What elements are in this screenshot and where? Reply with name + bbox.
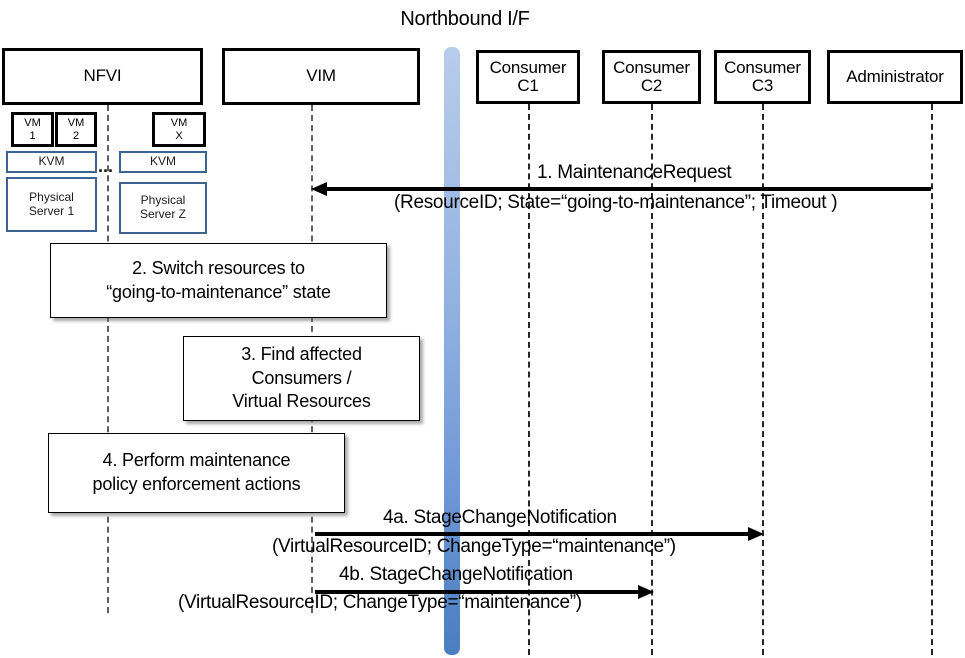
action-box-step2-line1: 2. Switch resources to: [132, 257, 305, 278]
hypervisor-box-kvm-2[interactable]: KVM: [119, 151, 207, 173]
action-box-step3-line1: 3. Find affected: [241, 343, 362, 364]
actor-label-consumer-c2-line2: C2: [640, 76, 663, 95]
actor-label-consumer-c1-line1: Consumer: [489, 57, 567, 77]
message-title-msg4b: 4b. StageChangeNotification: [339, 564, 573, 585]
actor-box-nfvi[interactable]: NFVI: [2, 48, 203, 105]
lifeline-consumer-c3: [762, 104, 764, 655]
message-params-msg4a: (VirtualResourceID; ChangeType=“maintena…: [272, 536, 676, 557]
action-box-step4-line2: policy enforcement actions: [92, 474, 301, 494]
actor-box-administrator[interactable]: Administrator: [827, 50, 963, 104]
hypervisor-label-kvm-2: KVM: [149, 154, 176, 169]
action-box-step3-line3: Virtual Resources: [232, 391, 371, 412]
action-box-step3[interactable]: 3. Find affected Consumers / Virtual Res…: [183, 336, 420, 421]
action-box-step3-line2: Consumers /: [251, 367, 352, 388]
lifeline-consumer-c1: [528, 104, 530, 655]
page-title: Northbound I/F: [400, 8, 530, 30]
ellipsis-between-servers: ...: [98, 156, 114, 176]
action-box-step2[interactable]: 2. Switch resources to “going-to-mainten…: [50, 243, 387, 318]
vm-box-x[interactable]: VM X: [152, 112, 206, 147]
message-line-msg4a: [315, 532, 748, 536]
actor-label-nfvi: NFVI: [83, 66, 122, 86]
hypervisor-box-kvm-1[interactable]: KVM: [6, 151, 97, 173]
vm-label-x-line1: VM: [170, 117, 188, 130]
vm-box-1[interactable]: VM 1: [11, 112, 54, 147]
lifeline-nfvi: [107, 105, 109, 613]
physical-server-z-line2: Server Z: [139, 207, 186, 221]
actor-box-vim[interactable]: VIM: [222, 48, 420, 105]
action-box-step4[interactable]: 4. Perform maintenance policy enforcemen…: [48, 433, 345, 513]
vm-label-2-line1: VM: [67, 117, 85, 130]
hypervisor-label-kvm-1: KVM: [38, 154, 65, 169]
actor-label-consumer-c1-line2: C1: [517, 76, 539, 95]
actor-label-consumer-c3-line2: C3: [751, 76, 774, 95]
physical-server-box-z[interactable]: Physical Server Z: [119, 182, 207, 234]
actor-label-consumer-c3-line1: Consumer: [724, 57, 801, 77]
actor-box-consumer-c2[interactable]: Consumer C2: [602, 50, 701, 104]
actor-label-vim: VIM: [306, 66, 336, 86]
vm-label-2-line2: 2: [72, 129, 80, 142]
vm-label-x-line2: X: [175, 129, 183, 142]
message-line-msg4b: [315, 590, 638, 594]
arrow-head-msg1: [311, 182, 327, 196]
message-params-msg1: (ResourceID; State=“going-to-maintenance…: [394, 192, 838, 213]
lifeline-administrator: [931, 104, 933, 655]
vm-box-2[interactable]: VM 2: [55, 112, 97, 147]
actor-label-administrator: Administrator: [846, 66, 944, 86]
arrow-head-msg4a: [748, 527, 764, 541]
physical-server-1-line1: Physical: [29, 189, 74, 204]
actor-box-consumer-c1[interactable]: Consumer C1: [476, 50, 580, 104]
physical-server-1-line2: Server 1: [28, 203, 75, 218]
arrow-head-msg4b: [638, 585, 654, 599]
action-box-step2-line2: “going-to-maintenance” state: [106, 281, 331, 302]
message-line-msg1: [325, 187, 931, 191]
vm-label-1-line2: 1: [29, 129, 36, 142]
message-title-msg4a: 4a. StageChangeNotification: [383, 507, 617, 528]
actor-box-consumer-c3[interactable]: Consumer C3: [714, 50, 811, 104]
physical-server-box-1[interactable]: Physical Server 1: [6, 177, 97, 232]
vm-label-1-line1: VM: [24, 117, 41, 130]
northbound-interface-bar: [444, 47, 460, 655]
message-params-msg4b: (VirtualResourceID; ChangeType=“maintena…: [178, 592, 582, 613]
lifeline-consumer-c2: [651, 104, 653, 655]
actor-label-consumer-c2-line1: Consumer: [613, 57, 690, 77]
physical-server-z-line1: Physical: [140, 193, 186, 208]
action-box-step4-line1: 4. Perform maintenance: [102, 450, 291, 471]
message-title-msg1: 1. MaintenanceRequest: [537, 162, 732, 183]
